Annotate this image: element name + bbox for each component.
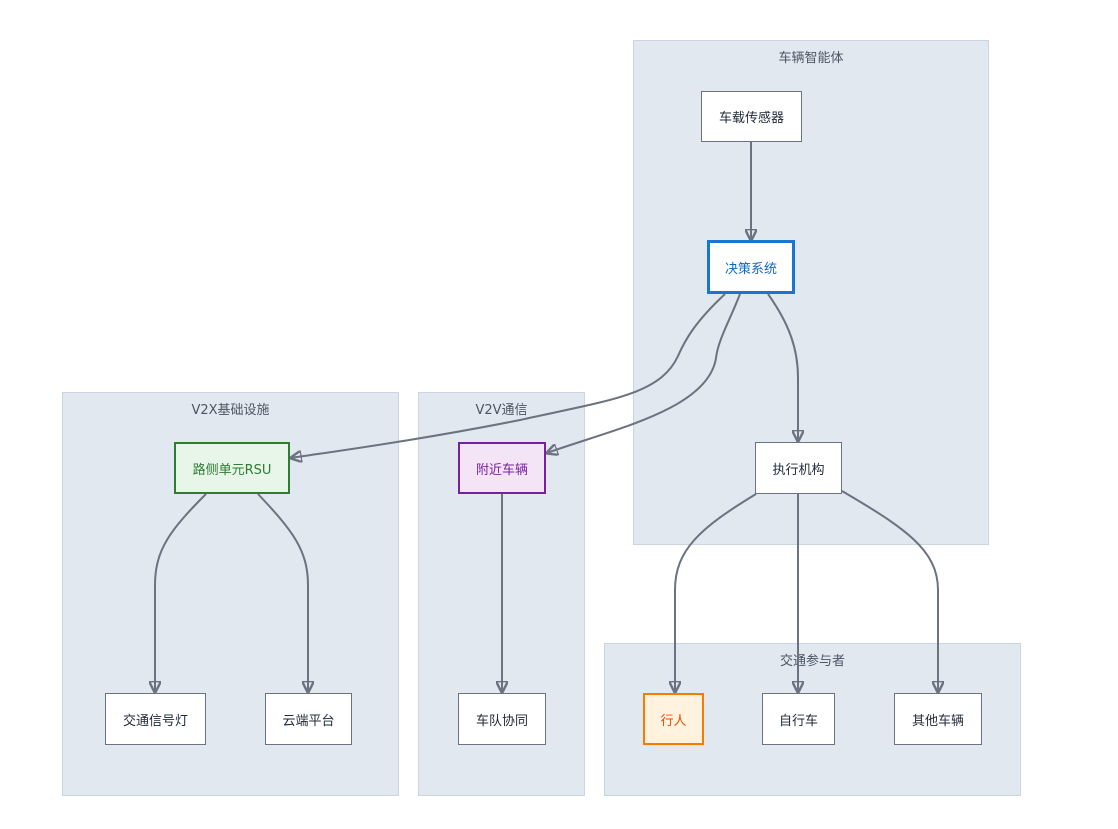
node-pedestrian: 行人 <box>643 693 704 745</box>
node-roadside-unit: 路侧单元RSU <box>174 442 290 494</box>
edge-decision-to-actuator <box>767 293 798 441</box>
node-traffic-light: 交通信号灯 <box>105 693 206 745</box>
node-decision-system: 决策系统 <box>707 240 795 294</box>
node-label: 车载传感器 <box>718 111 784 126</box>
cluster-title-v2v-communication: V2V通信 <box>475 403 528 418</box>
edge-decision-to-rsu <box>291 293 726 458</box>
cluster-title-v2x-infrastructure: V2X基础设施 <box>191 403 270 418</box>
node-label: 行人 <box>660 713 687 729</box>
node-label: 执行机构 <box>772 462 825 478</box>
node-label: 交通信号灯 <box>122 713 188 729</box>
node-bicycle: 自行车 <box>762 693 835 745</box>
node-label: 其他车辆 <box>911 713 964 729</box>
edge-decision-to-nearby-vehicle <box>547 293 741 453</box>
node-cloud-platform: 云端平台 <box>265 693 352 745</box>
edge-actuator-to-pedestrian <box>675 493 757 692</box>
node-platoon-coordination: 车队协同 <box>458 693 546 745</box>
cluster-title-traffic-participants: 交通参与者 <box>779 654 845 669</box>
node-label: 自行车 <box>778 713 818 729</box>
node-label: 附近车辆 <box>475 462 528 478</box>
node-label: 云端平台 <box>282 713 335 729</box>
edge-rsu-to-traffic-light <box>155 493 207 692</box>
cluster-title-vehicle-agent: 车辆智能体 <box>778 51 844 66</box>
node-label: 决策系统 <box>724 261 777 277</box>
node-vehicle-sensors: 车载传感器 <box>701 91 802 142</box>
node-other-vehicles: 其他车辆 <box>894 693 982 745</box>
edge-actuator-to-other-vehicle <box>841 490 938 692</box>
node-label: 路侧单元RSU <box>192 462 272 478</box>
node-label: 车队协同 <box>475 713 528 729</box>
edge-rsu-to-cloud <box>257 493 308 692</box>
node-nearby-vehicle: 附近车辆 <box>458 442 546 494</box>
node-actuator: 执行机构 <box>755 442 842 494</box>
